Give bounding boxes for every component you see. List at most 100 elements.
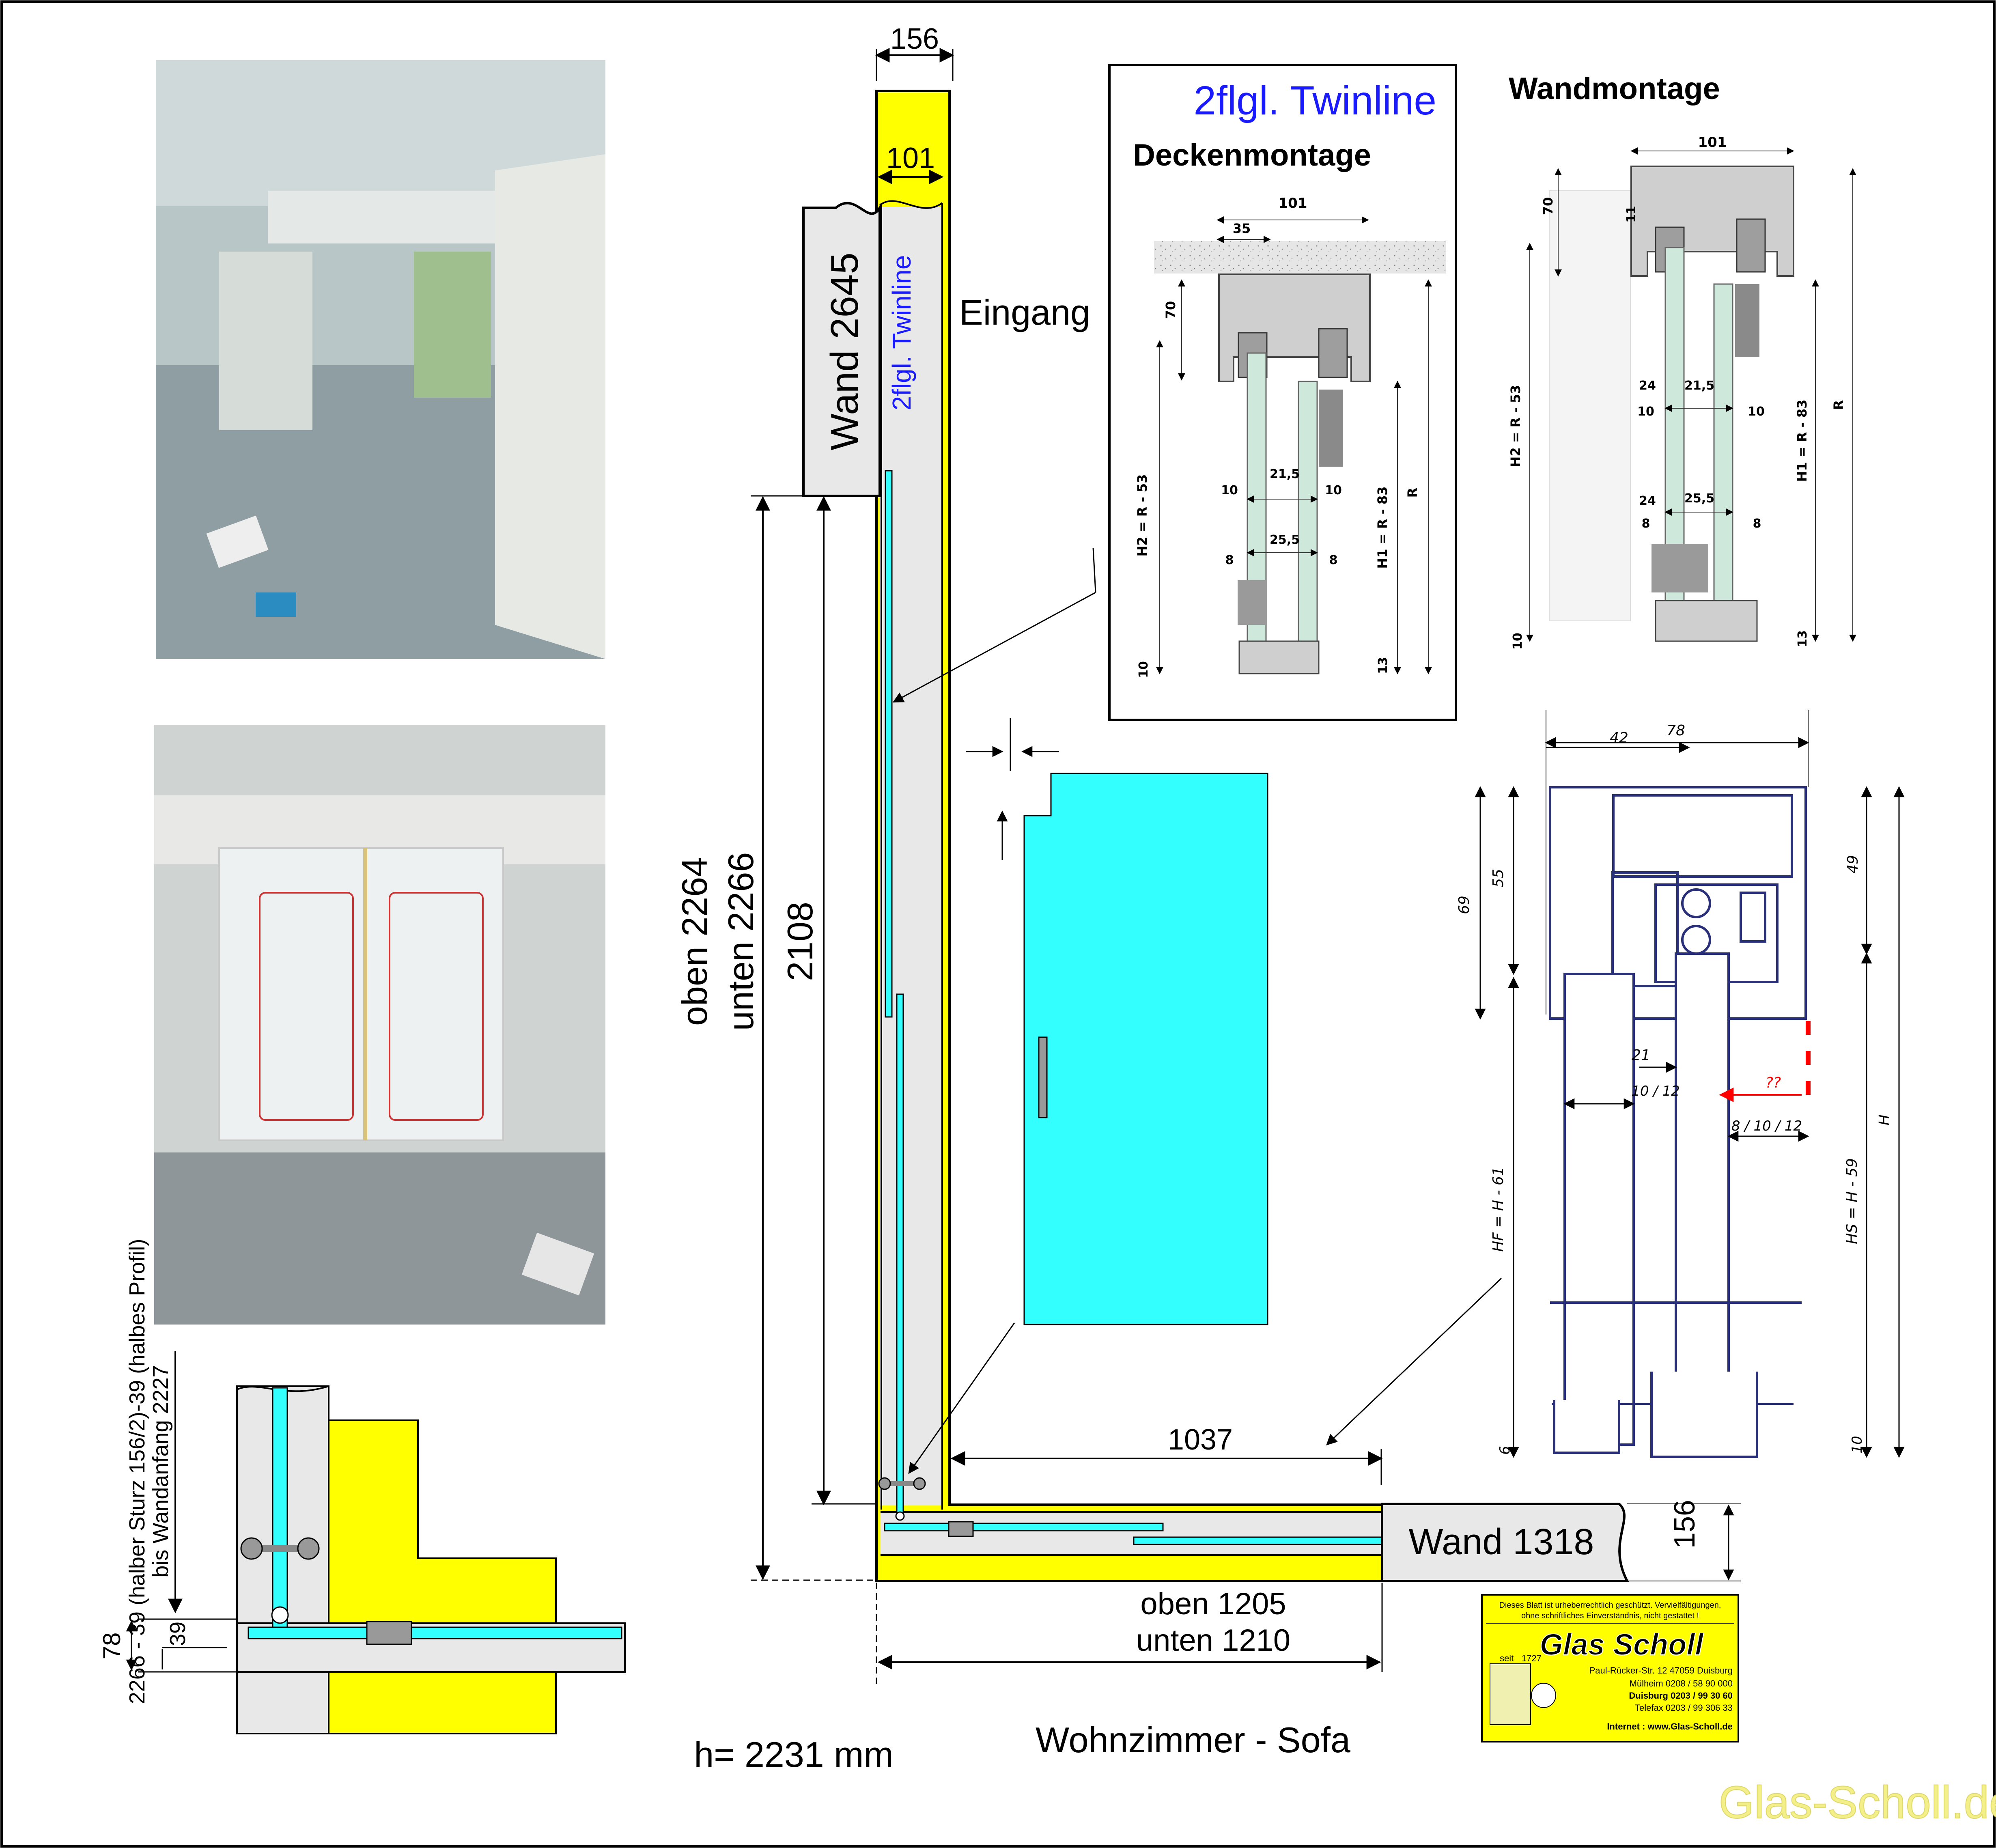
wm-dim-13: 13	[1796, 630, 1810, 647]
detail-note-line2: bis Wandanfang 2227	[149, 1365, 173, 1577]
wall-right: Wand 1318	[1381, 1503, 1629, 1582]
entrance-label: Eingang	[959, 292, 1090, 332]
ps-dim-10-12: 10 / 12	[1631, 1083, 1680, 1099]
dim-101: 101	[877, 142, 944, 184]
wm-dim-10c: 10	[1511, 633, 1525, 650]
wm-dim-10a: 10	[1637, 405, 1654, 419]
handle-bottom	[948, 1521, 974, 1537]
dk-dim-8a: 8	[1225, 553, 1234, 567]
dim-left-outer-line1: oben 2264	[674, 857, 715, 1026]
wm-dim-25-5: 25,5	[1684, 491, 1714, 506]
ps-dim-42: 42	[1610, 730, 1628, 746]
wm-dim-24b: 24	[1639, 494, 1656, 508]
ps-dim-55: 55	[1490, 869, 1507, 887]
dk-dim-h1: H1 = R - 83	[1375, 487, 1390, 569]
glass-door-panel	[1023, 773, 1268, 1325]
ps-dim-10: 10	[1849, 1436, 1865, 1453]
wm-dim-21-5: 21,5	[1684, 379, 1714, 393]
dk-dim-70: 70	[1163, 301, 1178, 319]
dim-left-outer-line2: unten 2266	[721, 852, 761, 1031]
stamp-header-1: Dieses Blatt ist urheberrechtlich geschü…	[1499, 1601, 1721, 1610]
dim-78-label: 78	[98, 1633, 125, 1660]
glass-horizontal-2	[1133, 1536, 1383, 1545]
glass-leaf-upper	[885, 470, 893, 1018]
wm-dim-10b: 10	[1748, 405, 1765, 419]
glass-horizontal-1	[884, 1523, 1164, 1531]
wm-dim-11: 11	[1624, 206, 1639, 223]
dk-dim-25-5: 25,5	[1270, 533, 1300, 547]
wm-dim-24a: 24	[1639, 379, 1656, 393]
profile-section	[1549, 786, 1807, 1458]
ps-dim-question: ??	[1766, 1075, 1781, 1091]
stamp-duisburg: Duisburg 0203 / 99 30 60	[1629, 1691, 1733, 1701]
ps-dim-69: 69	[1456, 896, 1473, 914]
wm-dim-8a: 8	[1642, 517, 1650, 531]
deckenmontage-title: 2flgl. Twinline	[1194, 78, 1437, 123]
stamp-year: 1727	[1522, 1653, 1542, 1663]
dim-101-label: 101	[886, 142, 935, 174]
deckenmontage-panel: 2flgl. Twinline Deckenmontage 101 35 70 …	[1108, 64, 1457, 721]
stamp-internet: Internet : www.Glas-Scholl.de	[1607, 1721, 1733, 1732]
stamp-address: Paul-Rücker-Str. 12 47059 Duisburg	[1589, 1665, 1733, 1676]
dk-dim-8b: 8	[1329, 553, 1338, 567]
wm-dim-101: 101	[1698, 134, 1727, 151]
dim-left-outer: oben 2264 unten 2266	[674, 495, 876, 1581]
company-stamp: Dieses Blatt ist urheberrechtlich geschü…	[1481, 1594, 1739, 1742]
dim-156-label: 156	[890, 23, 939, 55]
dk-dim-h2: H2 = R - 53	[1135, 474, 1150, 557]
ps-dim-49: 49	[1845, 855, 1861, 874]
room-label: Wohnzimmer - Sofa	[1036, 1720, 1350, 1760]
height-label: h= 2231 mm	[694, 1734, 894, 1775]
dk-dim-10a: 10	[1221, 483, 1238, 498]
wm-dim-r: R	[1831, 400, 1846, 410]
stamp-telefax: Telefax 0203 / 99 306 33	[1635, 1703, 1733, 1713]
wall-left: Wand 2645	[802, 202, 881, 497]
deckenmontage-subtitle: Deckenmontage	[1133, 138, 1371, 172]
break-line-top	[879, 200, 943, 209]
stamp-header-2: ohne schriftliches Einverständnis, nicht…	[1521, 1611, 1699, 1620]
detail-glass-vertical	[272, 1387, 288, 1636]
wall-right-label: Wand 1318	[1409, 1522, 1594, 1562]
detail-glass-horizontal	[248, 1626, 622, 1639]
dim-1037-label: 1037	[1168, 1424, 1233, 1456]
ps-dim-hf: HF = H - 61	[1490, 1167, 1507, 1252]
dim-1037: 1037	[950, 1424, 1383, 1485]
dim-bottom-line1: oben 1205	[1140, 1587, 1286, 1621]
dim-156-right: 156	[1627, 1500, 1741, 1581]
dim-bottom-line2: unten 1210	[1136, 1623, 1290, 1658]
wm-dim-70: 70	[1540, 197, 1556, 215]
detail-corner	[236, 1385, 626, 1734]
wall-left-label: Wand 2645	[823, 252, 866, 450]
profile-section-dims: 78 42 69 55 49 21 10 / 12 8 / 10 / 12 ??…	[1456, 710, 1905, 1458]
dk-dim-13: 13	[1376, 657, 1390, 674]
dim-156-right-label: 156	[1669, 1500, 1701, 1549]
dim-left-inner: 2108	[780, 496, 876, 1506]
dk-dim-21-5: 21,5	[1270, 467, 1300, 481]
ps-dim-hs: HS = H - 59	[1844, 1158, 1860, 1244]
stamp-brand: Glas Scholl	[1540, 1628, 1703, 1661]
ps-dim-21: 21	[1632, 1047, 1650, 1064]
dk-dim-35: 35	[1233, 221, 1251, 236]
wm-dim-h2: H2 = R - 53	[1508, 385, 1523, 467]
leaf-bottom-marker	[895, 1511, 905, 1521]
leader-to-glass-panel	[908, 1322, 1015, 1474]
photo-room-before	[156, 60, 605, 659]
ps-dim-8-10-12: 8 / 10 / 12	[1731, 1118, 1802, 1134]
stamp-seit: seit	[1500, 1653, 1514, 1663]
detail-note: 2266 - 39 (halber Sturz 156/2)-39 (halbe…	[98, 1239, 237, 1704]
handle-knob-vertical	[878, 1477, 926, 1490]
dk-dim-r: R	[1405, 488, 1420, 498]
cutout-dimension-arrows	[966, 718, 1059, 860]
door-handle	[1038, 1036, 1048, 1118]
ps-dim-78: 78	[1667, 722, 1685, 739]
dk-dim-101: 101	[1279, 195, 1307, 211]
leader-deckenmontage-box	[1092, 547, 1096, 593]
ps-dim-6: 6	[1497, 1446, 1513, 1455]
ps-dim-h: H	[1876, 1114, 1893, 1125]
dim-bottom: oben 1205 unten 1210	[876, 1583, 1383, 1688]
wandmontage-title: Wandmontage	[1509, 71, 1720, 106]
dk-dim-10c: 10	[1137, 661, 1151, 678]
leader-to-deckenmontage	[892, 592, 1096, 703]
